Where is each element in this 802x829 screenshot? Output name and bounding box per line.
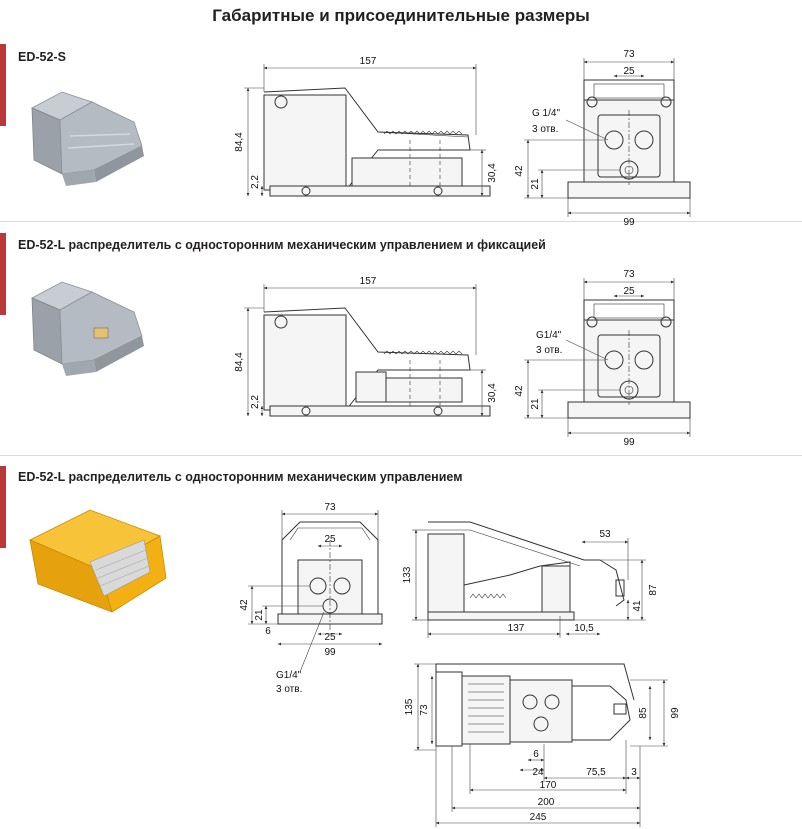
s3-top-dim-99: 99	[670, 707, 681, 719]
section-2-accent-bar	[0, 233, 6, 315]
s3-side-dim-53: 53	[599, 529, 611, 540]
s2-dim-base-width: 99	[623, 437, 635, 448]
s2-dim-length: 157	[360, 276, 377, 287]
section-1-heading: ED-52-S	[18, 50, 66, 64]
s3-side-dim-10-5: 10,5	[574, 623, 594, 634]
s3-top-dim-6: 6	[533, 749, 539, 760]
section-1-divider	[0, 221, 802, 222]
s2-side-view	[244, 284, 491, 417]
section-2-divider	[0, 455, 802, 456]
s2-dim-height: 84,4	[234, 352, 245, 372]
s3-top-dim-200: 200	[538, 797, 555, 808]
s1-front-view	[524, 58, 691, 217]
s3-top-dim-85: 85	[638, 707, 649, 719]
s2-dim-inner: 25	[623, 286, 635, 297]
s3-side-dim-87: 87	[648, 584, 659, 596]
ed-52-l-photo	[29, 509, 167, 613]
section-3-heading: ED-52-L распределитель с односторонним м…	[18, 470, 463, 484]
s1-dim-height: 84,4	[234, 132, 245, 152]
s1-dim-inner: 25	[623, 66, 635, 77]
s3-side-view	[412, 521, 646, 638]
s3-front-dim-inner-bottom: 25	[324, 632, 336, 643]
s2-port-label: G1/4"	[536, 330, 562, 341]
section-2-heading: ED-52-L распределитель с односторонним м…	[18, 238, 546, 252]
ed-52-s-photo	[31, 91, 144, 186]
s3-top-dim-135: 135	[404, 698, 415, 715]
s3-front-dim-h6: 6	[265, 626, 271, 637]
s1-side-view	[244, 64, 491, 197]
s3-top-dim-170: 170	[540, 780, 557, 791]
s2-holes-label: 3 отв.	[536, 345, 562, 356]
s3-front-dim-h42: 42	[239, 599, 250, 611]
s3-side-dim-137: 137	[508, 623, 525, 634]
page-title: Габаритные и присоединительные размеры	[212, 6, 590, 25]
s3-front-dim-width: 73	[324, 502, 336, 513]
s3-front-view	[248, 510, 383, 673]
s3-top-view	[414, 663, 668, 827]
s1-port-label: G 1/4"	[532, 108, 560, 119]
s1-dim-width: 73	[623, 49, 635, 60]
s3-front-dim-base-width: 99	[324, 647, 336, 658]
s3-top-dim-24: 24	[532, 767, 544, 778]
s2-dim-h42: 42	[514, 385, 525, 397]
s2-dim-pedal: 30,4	[487, 383, 498, 403]
s3-holes-label: 3 отв.	[276, 684, 302, 695]
s2-front-view	[524, 278, 691, 437]
s3-side-dim-133: 133	[402, 566, 413, 583]
s2-dim-base: 2,2	[250, 395, 261, 409]
s2-dim-h21: 21	[530, 398, 541, 410]
s3-top-dim-75-5: 75,5	[586, 767, 606, 778]
s3-top-dim-73: 73	[419, 704, 430, 716]
s1-dim-h21: 21	[530, 178, 541, 190]
s1-dim-pedal: 30,4	[487, 163, 498, 183]
s1-dim-h42: 42	[514, 165, 525, 177]
s3-port-label: G1/4"	[276, 670, 302, 681]
s1-dim-base-width: 99	[623, 217, 635, 228]
s3-front-dim-inner-top: 25	[324, 534, 336, 545]
s2-dim-width: 73	[623, 269, 635, 280]
ed-52-l-lock-photo	[31, 281, 144, 376]
s3-top-dim-3: 3	[631, 767, 637, 778]
section-1-accent-bar	[0, 44, 6, 126]
s3-side-dim-41: 41	[632, 600, 643, 612]
s1-dim-length: 157	[360, 56, 377, 67]
section-3-accent-bar	[0, 466, 6, 548]
s1-holes-label: 3 отв.	[532, 124, 558, 135]
s3-front-dim-h21: 21	[254, 609, 265, 621]
s3-top-dim-245: 245	[530, 812, 547, 823]
s1-dim-base: 2,2	[250, 175, 261, 189]
